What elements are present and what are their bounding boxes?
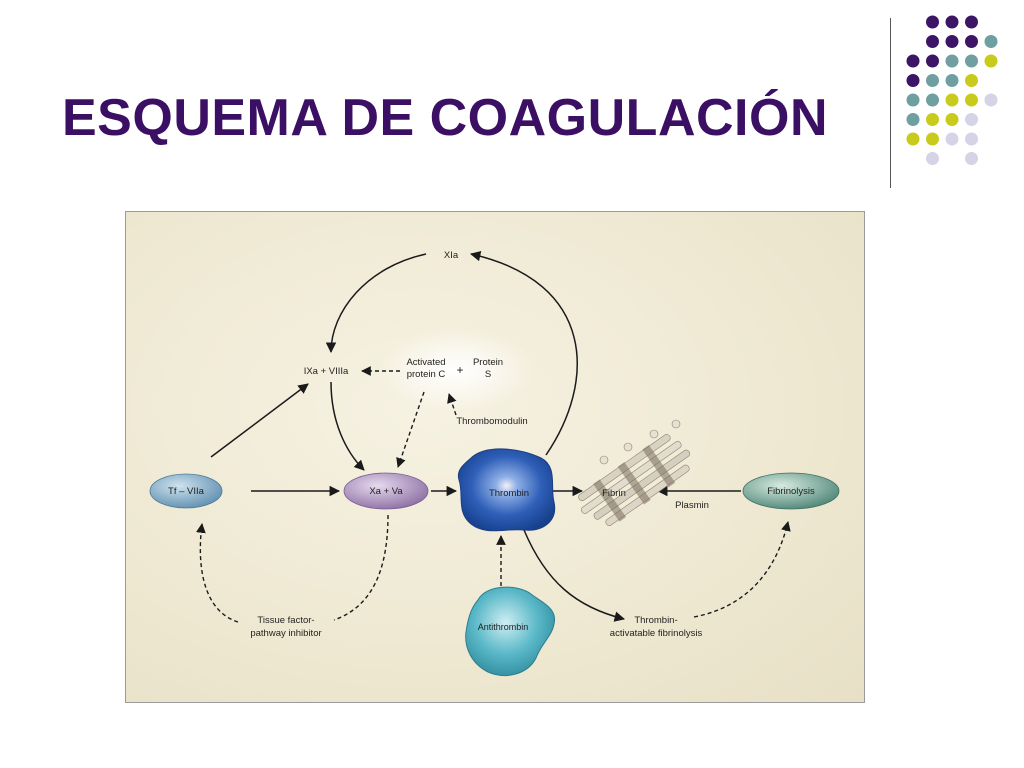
decorative-dot — [926, 152, 939, 165]
arrow-ixa-to-xa — [330, 381, 365, 471]
decorative-dot — [965, 74, 978, 87]
title-divider — [890, 18, 891, 188]
protein-c-glow — [378, 328, 534, 412]
xa-va-node — [343, 472, 429, 510]
arrow-tfpi-to-tf — [196, 523, 239, 623]
protein-s-line1: Protein — [473, 357, 503, 368]
decorative-dot — [906, 54, 920, 68]
decorative-dot — [926, 35, 939, 48]
tf-viia-node — [149, 473, 223, 509]
xia-label: XIa — [444, 250, 459, 261]
fibrinolysis-label: Fibrinolysis — [767, 486, 815, 497]
decorative-dot — [945, 132, 959, 146]
thrombin-molecule — [457, 448, 556, 532]
decorative-dot — [965, 35, 978, 48]
plasmin-label: Plasmin — [675, 500, 709, 511]
tf-viia-label: Tf – VIIa — [168, 486, 205, 497]
decorative-dot — [926, 74, 939, 87]
arrow-tf-to-ixa — [210, 383, 309, 458]
decorative-dot — [926, 15, 939, 29]
arrow-thrombin-to-xia — [469, 250, 578, 456]
thrombin-label: Thrombin — [489, 488, 529, 499]
arrow-thrombomodulin-to-apc — [447, 393, 457, 416]
decorative-dot — [926, 113, 939, 126]
decorative-dot — [906, 113, 920, 126]
decorative-dot — [945, 74, 959, 87]
antithrombin-label: Antithrombin — [478, 622, 529, 632]
decorative-dot — [945, 113, 959, 126]
arrow-apc-to-xa — [396, 391, 425, 468]
activated-protein-c-line2: protein C — [407, 369, 446, 380]
ixa-viiia-label: IXa + VIIIa — [304, 366, 349, 377]
decorative-dot — [906, 93, 920, 107]
arrow-xia-to-ixa — [325, 253, 427, 354]
decorative-dot — [965, 132, 978, 146]
decorative-dot — [984, 54, 998, 68]
antithrombin-molecule — [465, 586, 556, 676]
decorative-dot — [945, 35, 959, 48]
tafi-line2: activatable fibrinolysis — [610, 628, 703, 639]
decorative-dot — [965, 152, 978, 165]
arrow-thrombin-to-tafi — [523, 529, 626, 622]
decorative-dot — [945, 15, 959, 29]
slide-title: ESQUEMA DE COAGULACIÓN — [62, 89, 828, 147]
xa-va-label: Xa + Va — [369, 486, 403, 497]
decorative-dot — [984, 35, 998, 48]
decorative-dot-grid — [906, 15, 998, 165]
tafi-line1: Thrombin- — [634, 615, 677, 626]
decorative-dot — [945, 93, 959, 107]
arrow-tafi-to-fibrinolysis — [693, 521, 791, 618]
thrombomodulin-label: Thrombomodulin — [456, 416, 527, 427]
decorative-dot — [965, 15, 978, 29]
fibrin-fibers — [578, 419, 691, 527]
decorative-dot — [926, 54, 939, 68]
decorative-dot — [984, 93, 998, 107]
fibrin-label: Fibrin — [602, 488, 626, 499]
coagulation-diagram: Tf – VIIa Xa + Va Fibrinolysis Thrombin … — [125, 211, 865, 703]
decorative-dot — [906, 74, 920, 87]
protein-s-line2: S — [485, 369, 491, 380]
decorative-dot — [906, 132, 920, 146]
decorative-dot — [926, 132, 939, 146]
activated-protein-c-line1: Activated — [406, 357, 445, 368]
tfpi-line2: pathway inhibitor — [250, 628, 321, 639]
decorative-dot — [965, 113, 978, 126]
fibrinolysis-node — [742, 472, 840, 510]
decorative-dot — [965, 93, 978, 107]
tfpi-line1: Tissue factor- — [257, 615, 314, 626]
plus-sign: + — [456, 363, 463, 377]
decorative-dot — [926, 93, 939, 107]
decorative-dot — [945, 54, 959, 68]
decorative-dot — [965, 54, 978, 68]
diagram-svg: Tf – VIIa Xa + Va Fibrinolysis Thrombin … — [149, 250, 840, 676]
arrow-xa-to-tfpi — [333, 514, 389, 621]
